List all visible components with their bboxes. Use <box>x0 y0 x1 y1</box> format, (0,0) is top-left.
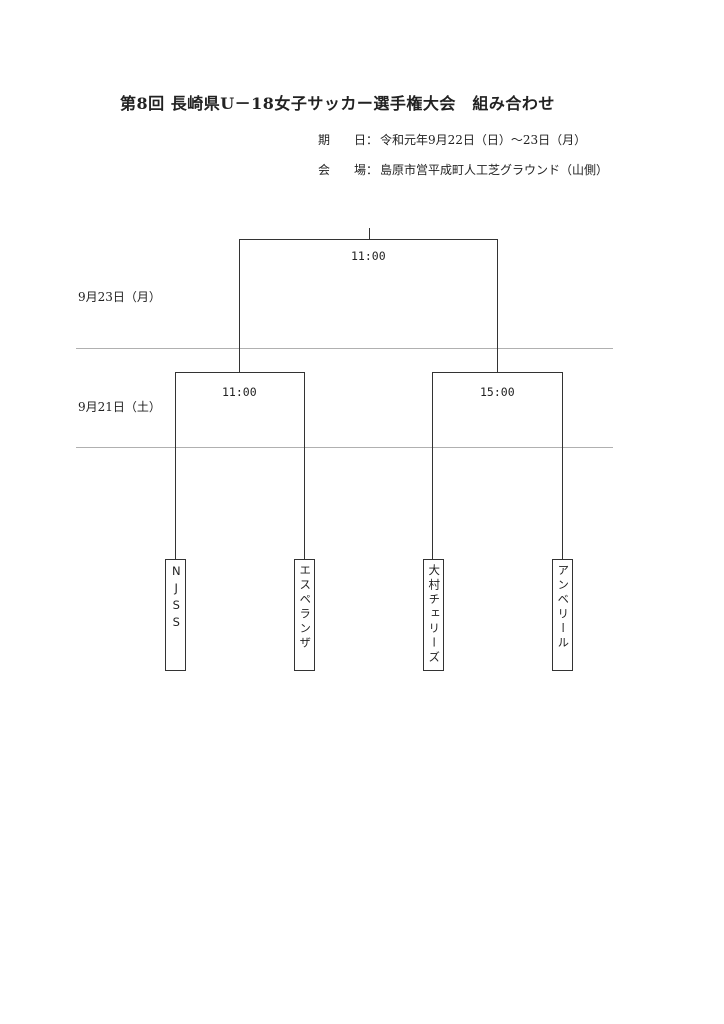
bracket-final-right <box>497 239 498 373</box>
venue-row: 会 場： 島原市営平成町人工芝グラウンド（山側） <box>318 161 608 178</box>
team-box: アンベリール <box>552 559 573 671</box>
bracket-semi-right-a <box>432 372 433 560</box>
bracket-semi-left-a <box>175 372 176 560</box>
final-date: 9月23日（月） <box>78 290 161 304</box>
bracket-semi-right-bar <box>432 372 563 373</box>
period-label: 期 日： <box>318 133 379 147</box>
bracket-semi-right-b <box>562 372 563 560</box>
round-divider-1 <box>76 348 613 349</box>
bracket-final-left <box>239 239 240 373</box>
period-row: 期 日： 令和元年9月22日（日）～23日（月） <box>318 131 586 148</box>
semi-left-time: 11:00 <box>222 385 257 399</box>
team-name: エスペランザ <box>298 564 313 651</box>
semi-date: 9月21日（土） <box>78 400 161 414</box>
page-title: 第8回 長崎県U－18女子サッカー選手権大会 組み合わせ <box>120 94 555 113</box>
bracket-semi-left-bar <box>175 372 305 373</box>
team-box: NJSS <box>165 559 186 671</box>
round-divider-2 <box>76 447 613 448</box>
final-time: 11:00 <box>351 249 386 263</box>
bracket-semi-left-b <box>304 372 305 560</box>
period-value: 令和元年9月22日（日）～23日（月） <box>380 133 587 147</box>
team-name: アンベリール <box>556 564 571 651</box>
bracket-winner-stem <box>369 228 370 240</box>
semi-right-time: 15:00 <box>480 385 515 399</box>
venue-label: 会 場： <box>318 163 379 177</box>
bracket-final-bar <box>239 239 498 240</box>
venue-value: 島原市営平成町人工芝グラウンド（山側） <box>380 163 609 177</box>
team-box: 大村チェリーズ <box>423 559 444 671</box>
team-box: エスペランザ <box>294 559 315 671</box>
team-name: NJSS <box>169 564 184 632</box>
team-name: 大村チェリーズ <box>427 564 442 666</box>
